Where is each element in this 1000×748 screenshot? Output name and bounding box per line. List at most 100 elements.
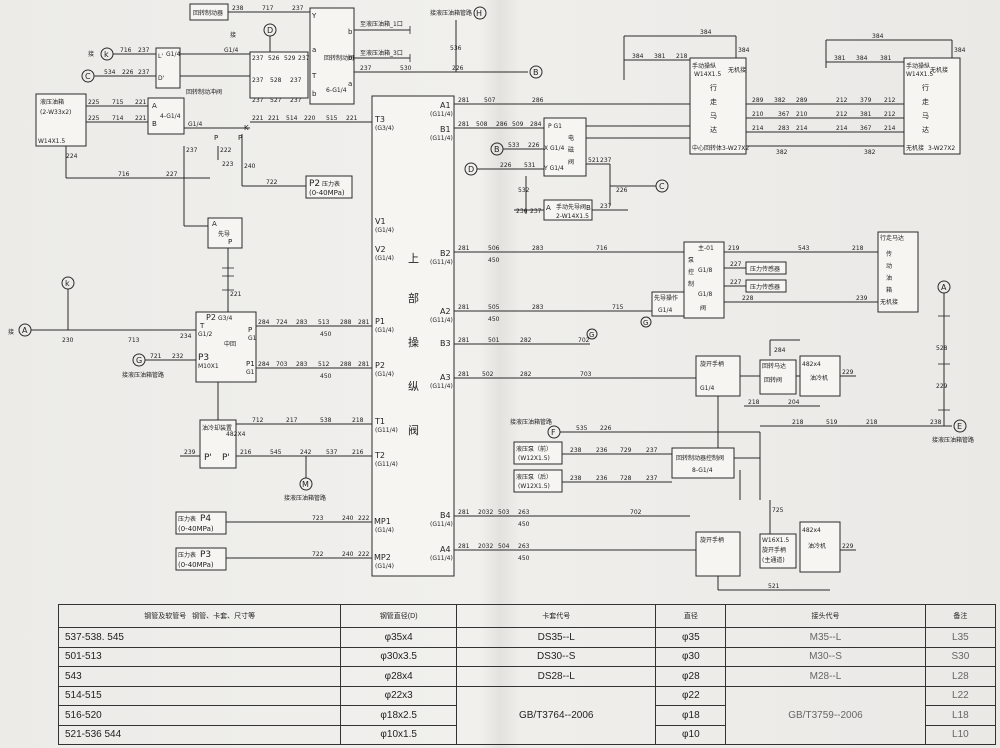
cell-joint: M28--L bbox=[725, 666, 926, 687]
svg-text:2032: 2032 bbox=[478, 543, 493, 550]
p4-gauge-text: 压力表 bbox=[178, 515, 196, 523]
svg-text:238: 238 bbox=[930, 419, 942, 426]
valve-port-v1: V1 bbox=[375, 217, 386, 226]
svg-text:(G11/4): (G11/4) bbox=[375, 461, 398, 468]
svg-text:228: 228 bbox=[742, 295, 754, 302]
p3-gauge-text: 压力表 bbox=[178, 551, 196, 559]
cell-joint: M35--L bbox=[725, 627, 926, 648]
svg-text:Y: Y bbox=[311, 12, 317, 20]
svg-text:216: 216 bbox=[240, 449, 252, 456]
svg-text:3-W27X2: 3-W27X2 bbox=[928, 145, 955, 152]
svg-text:G: G bbox=[643, 319, 648, 327]
svg-text:手动操纵: 手动操纵 bbox=[692, 62, 716, 70]
svg-text:至液压油箱_3口: 至液压油箱_3口 bbox=[360, 49, 403, 57]
pilot-ops-box bbox=[651, 291, 685, 317]
svg-text:旋开手柄: 旋开手柄 bbox=[762, 546, 786, 554]
svg-text:无机接: 无机接 bbox=[728, 66, 746, 74]
col-pipe-no: 钢管及软管号 钢管、卡套、尺寸等 bbox=[57, 604, 342, 628]
svg-text:450: 450 bbox=[320, 373, 332, 380]
svg-text:504: 504 bbox=[498, 543, 510, 550]
valve-title-3: 操 bbox=[408, 335, 419, 349]
svg-text:284: 284 bbox=[774, 347, 786, 354]
port-m-circle bbox=[299, 477, 313, 491]
hydraulic-pump-rear bbox=[513, 469, 563, 493]
svg-text:382: 382 bbox=[776, 149, 788, 156]
svg-text:281: 281 bbox=[458, 97, 470, 104]
svg-text:237: 237 bbox=[646, 475, 658, 482]
svg-text:220: 220 bbox=[304, 115, 316, 122]
svg-text:713: 713 bbox=[128, 337, 140, 344]
svg-text:384: 384 bbox=[872, 33, 884, 40]
svg-text:走: 走 bbox=[922, 98, 929, 106]
svg-text:G1: G1 bbox=[246, 369, 255, 376]
svg-text:a: a bbox=[348, 80, 352, 88]
svg-text:b: b bbox=[348, 28, 353, 36]
svg-text:703: 703 bbox=[276, 361, 288, 368]
svg-text:229: 229 bbox=[842, 543, 854, 550]
cell-d2: φ28 bbox=[655, 666, 727, 687]
svg-text:236: 236 bbox=[596, 447, 608, 454]
svg-text:450: 450 bbox=[518, 521, 530, 528]
port-b-label: B bbox=[533, 68, 539, 77]
port-e-label: E bbox=[957, 422, 962, 431]
svg-text:A: A bbox=[546, 204, 551, 212]
valve-port-b2: B2 bbox=[440, 249, 451, 258]
svg-text:237: 237 bbox=[186, 147, 198, 154]
svg-text:283: 283 bbox=[778, 125, 790, 132]
svg-text:D': D' bbox=[158, 75, 165, 82]
svg-text:229: 229 bbox=[842, 369, 854, 376]
pump-rear-port: (W12X1.5) bbox=[518, 483, 550, 490]
svg-text:226: 226 bbox=[452, 65, 464, 72]
p3-label: P3 bbox=[200, 550, 211, 560]
svg-text:716: 716 bbox=[120, 47, 132, 54]
svg-text:714: 714 bbox=[112, 115, 124, 122]
port-g-label: G bbox=[136, 356, 142, 365]
pressure-sensor-2-label: 压力传感器 bbox=[750, 283, 780, 291]
svg-text:222: 222 bbox=[220, 147, 232, 154]
cell-pipe-no: 514-515 bbox=[57, 685, 342, 706]
svg-text:382: 382 bbox=[864, 149, 876, 156]
pilot-pump-block bbox=[207, 217, 243, 249]
svg-text:722: 722 bbox=[266, 179, 278, 186]
svg-text:回转制动阀: 回转制动阀 bbox=[324, 54, 354, 62]
pressure-gauge-p4 bbox=[175, 511, 227, 535]
table-row: 514-515 φ22x3 GB/T3764--2006 φ22 GB/T375… bbox=[57, 685, 997, 745]
svg-text:283: 283 bbox=[296, 361, 308, 368]
svg-text:W14X1.5: W14X1.5 bbox=[906, 71, 933, 78]
m42-label: 482X4 bbox=[226, 431, 246, 438]
svg-text:725: 725 bbox=[772, 507, 784, 514]
svg-text:728: 728 bbox=[620, 475, 632, 482]
svg-text:(G1/4): (G1/4) bbox=[375, 527, 394, 534]
svg-text:237: 237 bbox=[138, 47, 150, 54]
swing-control-valve bbox=[309, 7, 355, 105]
svg-text:531: 531 bbox=[524, 162, 536, 169]
svg-text:384: 384 bbox=[954, 47, 966, 54]
svg-text:(G11/4): (G11/4) bbox=[430, 317, 453, 324]
svg-text:至液压油箱_1口: 至液压油箱_1口 bbox=[360, 20, 403, 28]
cell-note: L10 bbox=[924, 724, 997, 745]
svg-text:218: 218 bbox=[866, 419, 878, 426]
svg-text:284: 284 bbox=[530, 121, 542, 128]
svg-text:729: 729 bbox=[620, 447, 632, 454]
svg-text:X G1/4: X G1/4 bbox=[544, 145, 565, 152]
svg-text:A: A bbox=[152, 102, 157, 110]
svg-text:537: 537 bbox=[326, 449, 338, 456]
svg-text:286: 286 bbox=[496, 121, 508, 128]
svg-text:(G11/4): (G11/4) bbox=[375, 427, 398, 434]
cell-code: DS28--L bbox=[455, 666, 657, 687]
svg-text:533: 533 bbox=[508, 142, 520, 149]
svg-text:212: 212 bbox=[884, 97, 896, 104]
port-c-circle-2: C bbox=[659, 182, 665, 191]
svg-text:P2: P2 bbox=[206, 313, 216, 322]
svg-text:237: 237 bbox=[252, 97, 264, 104]
header-sub: 钢管、卡套、尺寸等 bbox=[192, 613, 256, 620]
spec-table: 钢管及软管号 钢管、卡套、尺寸等 钢管直径(D) 卡套代号 直径 接头代号 备注… bbox=[57, 604, 997, 745]
svg-text:716: 716 bbox=[118, 171, 130, 178]
svg-text:218: 218 bbox=[852, 245, 864, 252]
svg-text:(G11/4): (G11/4) bbox=[430, 383, 453, 390]
valve-port-p1: P1 bbox=[375, 317, 385, 326]
svg-text:717: 717 bbox=[262, 5, 274, 12]
cell-code: DS35--L bbox=[455, 627, 657, 648]
svg-text:接液压油箱管路: 接液压油箱管路 bbox=[122, 371, 164, 379]
